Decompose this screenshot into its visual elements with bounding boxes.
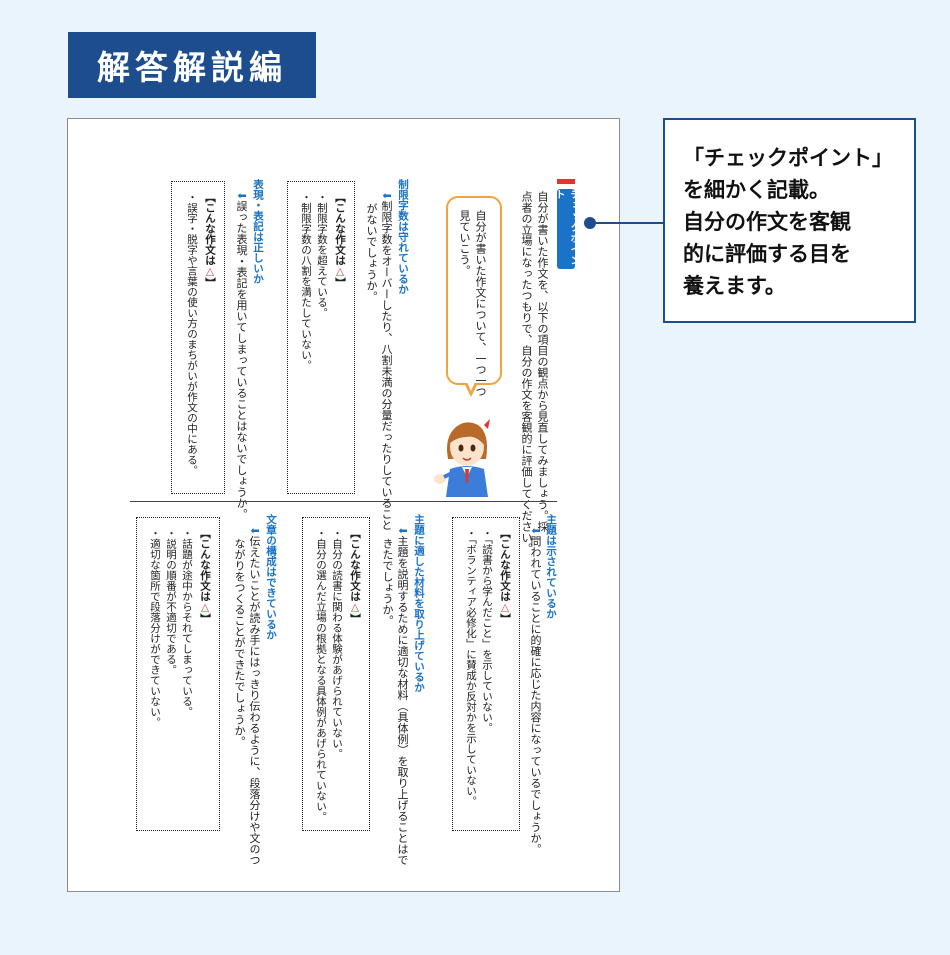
checkpoint-label: チェックポイント [553,189,579,269]
intro-line-2: 点者の立場になったつもりで、自分の作文を客観的に評価してください。 [520,191,533,554]
student-character-illustration [434,419,490,497]
heading-material-text: 主題に適した材料を取り上げているか [413,514,425,693]
example-item: ・説明の順番が不適切である。 [165,528,177,675]
example-item: ・適切な箇所で段落分けができていない。 [149,528,161,728]
box-title-text: 【こんな作文は [499,528,511,602]
callout-connector-dot [584,217,596,229]
heading-structure-text: 文章の構成はできているか [265,514,277,640]
bubble-line-1: 自分が書いた作文について、一つ一つ [474,210,487,397]
section-title: 解答解説編 [68,32,316,98]
heading-expression: 表現・表記は正しいか [251,179,264,284]
answer-page-preview: チェックポイント 自分が書いた作文を、以下の項目の観点から見直してみましょう。採… [67,118,620,892]
example-box-title: 【こんな作文は△】 [498,528,511,624]
intro-line-1: 自分が書いた作文を、以下の項目の観点から見直してみましょう。採 [536,191,549,532]
arrow-down-icon: ⬇ [380,191,393,201]
bubble-line-2: 見ていこう。 [458,210,471,276]
example-box-structure: 【こんな作文は△】 ・話題が途中からそれてしまっている。 ・説明の順番が不適切で… [136,517,220,831]
question-word-count-2: がないでしょうか。 [365,203,378,302]
example-item: ・自分の選んだ立場の根拠となる具体例があげられていない。 [315,528,327,822]
callout-line: 的に評価する目を [683,242,851,266]
question-structure-2: ながりをつくることができたでしょうか。 [233,538,246,747]
bubble-tail-inner [467,382,475,391]
box-title-end: 】 [199,613,211,625]
warning-triangle-icon: △ [349,601,361,614]
example-box-title: 【こんな作文は△】 [333,192,346,288]
example-item: ・制限字数を超えている。 [316,192,328,318]
example-item: ・「読書から学んだこと」を示していない。 [481,528,493,733]
arrow-down-icon: ⬇ [248,526,261,536]
box-title-text: 【こんな作文は [334,192,346,266]
warning-triangle-icon: △ [334,265,346,278]
heading-material: 主題に適した材料を取り上げているか [412,514,425,693]
example-item: ・「ボランティア必修化」に賛成か反対かを示していない。 [465,528,477,807]
heading-theme-text: 主題は示されているか [545,514,557,619]
question-expression-1: ⬇誤った表現・表記を用いてしまっていることはないでしょうか。 [234,191,248,519]
arrow-down-icon: ⬇ [396,526,409,536]
callout-connector-line [591,222,664,224]
question-expression-1-text: 誤った表現・表記を用いてしまっていることはないでしょうか。 [235,200,248,520]
callout-line: 自分の作文を客観 [683,210,851,234]
box-title-end: 】 [334,277,346,289]
callout-line: 「チェックポイント」 [683,146,893,170]
example-box-theme: 【こんな作文は△】 ・「読書から学んだこと」を示していない。 ・「ボランティア必… [452,517,520,831]
box-title-text: 【こんな作文は [199,528,211,602]
example-box-material: 【こんな作文は△】 ・自分の読書に関わる体験があげられていない。 ・自分の選んだ… [302,517,370,831]
callout-line: 養えます。 [683,274,786,298]
example-box-title: 【こんな作文は△】 [198,528,211,624]
checkpoint-accent-bar [557,179,575,184]
question-structure-1-text: 伝えたいことが読み手にはっきり伝わるように、段落分けや文のつ [248,535,261,866]
heading-theme: 主題は示されているか [544,514,557,619]
question-word-count-1: ⬇制限字数をオーバーしたり、八割未満の分量だったりしていること [379,191,393,530]
speech-bubble: 自分が書いた作文について、一つ一つ 見ていこう。 [446,196,502,397]
page-divider [130,501,557,502]
question-structure-1: ⬇伝えたいことが読み手にはっきり伝わるように、段落分けや文のつ [247,526,261,865]
question-material-1: ⬇主題を説明するために適切な材料（具体例）を取り上げることはで [395,526,409,865]
heading-structure: 文章の構成はできているか [264,514,277,640]
heading-word-count-text: 制限字数は守れているか [397,179,409,295]
question-material-2: きたでしょうか。 [381,538,394,626]
feature-callout-box: 「チェックポイント」 を細かく記載。 自分の作文を客観 的に評価する目を 養えま… [663,118,916,323]
arrow-down-icon: ⬇ [235,191,248,201]
box-title-end: 】 [204,277,216,289]
box-title-end: 】 [499,613,511,625]
question-theme-1: ⬇問われていることに的確に応じた内容になっているでしょうか。 [528,526,542,854]
example-item: ・誤字・脱字や言葉の使い方のまちがいが作文の中にある。 [186,192,198,476]
example-box-expression: 【こんな作文は△】 ・誤字・脱字や言葉の使い方のまちがいが作文の中にある。 [171,181,225,494]
warning-triangle-icon: △ [204,265,216,278]
warning-triangle-icon: △ [199,601,211,614]
box-title-text: 【こんな作文は [204,192,216,266]
question-theme-1-text: 問われていることに的確に応じた内容になっているでしょうか。 [529,535,542,855]
heading-expression-text: 表現・表記は正しいか [252,179,264,284]
example-item: ・話題が途中からそれてしまっている。 [181,528,193,717]
example-box-title: 【こんな作文は△】 [203,192,216,288]
example-box-word-count: 【こんな作文は△】 ・制限字数を超えている。 ・制限字数の八割を満たしていない。 [287,181,355,494]
question-word-count-1-text: 制限字数をオーバーしたり、八割未満の分量だったりしていること [380,200,393,531]
heading-word-count: 制限字数は守れているか [396,179,409,295]
callout-line: を細かく記載。 [683,178,830,202]
example-item: ・自分の読書に関わる体験があげられていない。 [331,528,343,759]
arrow-down-icon: ⬇ [529,526,542,536]
example-item: ・制限字数の八割を満たしていない。 [300,192,312,371]
warning-triangle-icon: △ [499,601,511,614]
example-box-title: 【こんな作文は△】 [348,528,361,624]
question-material-1-text: 主題を説明するために適切な材料（具体例）を取り上げることはで [396,535,409,866]
box-title-end: 】 [349,613,361,625]
box-title-text: 【こんな作文は [349,528,361,602]
